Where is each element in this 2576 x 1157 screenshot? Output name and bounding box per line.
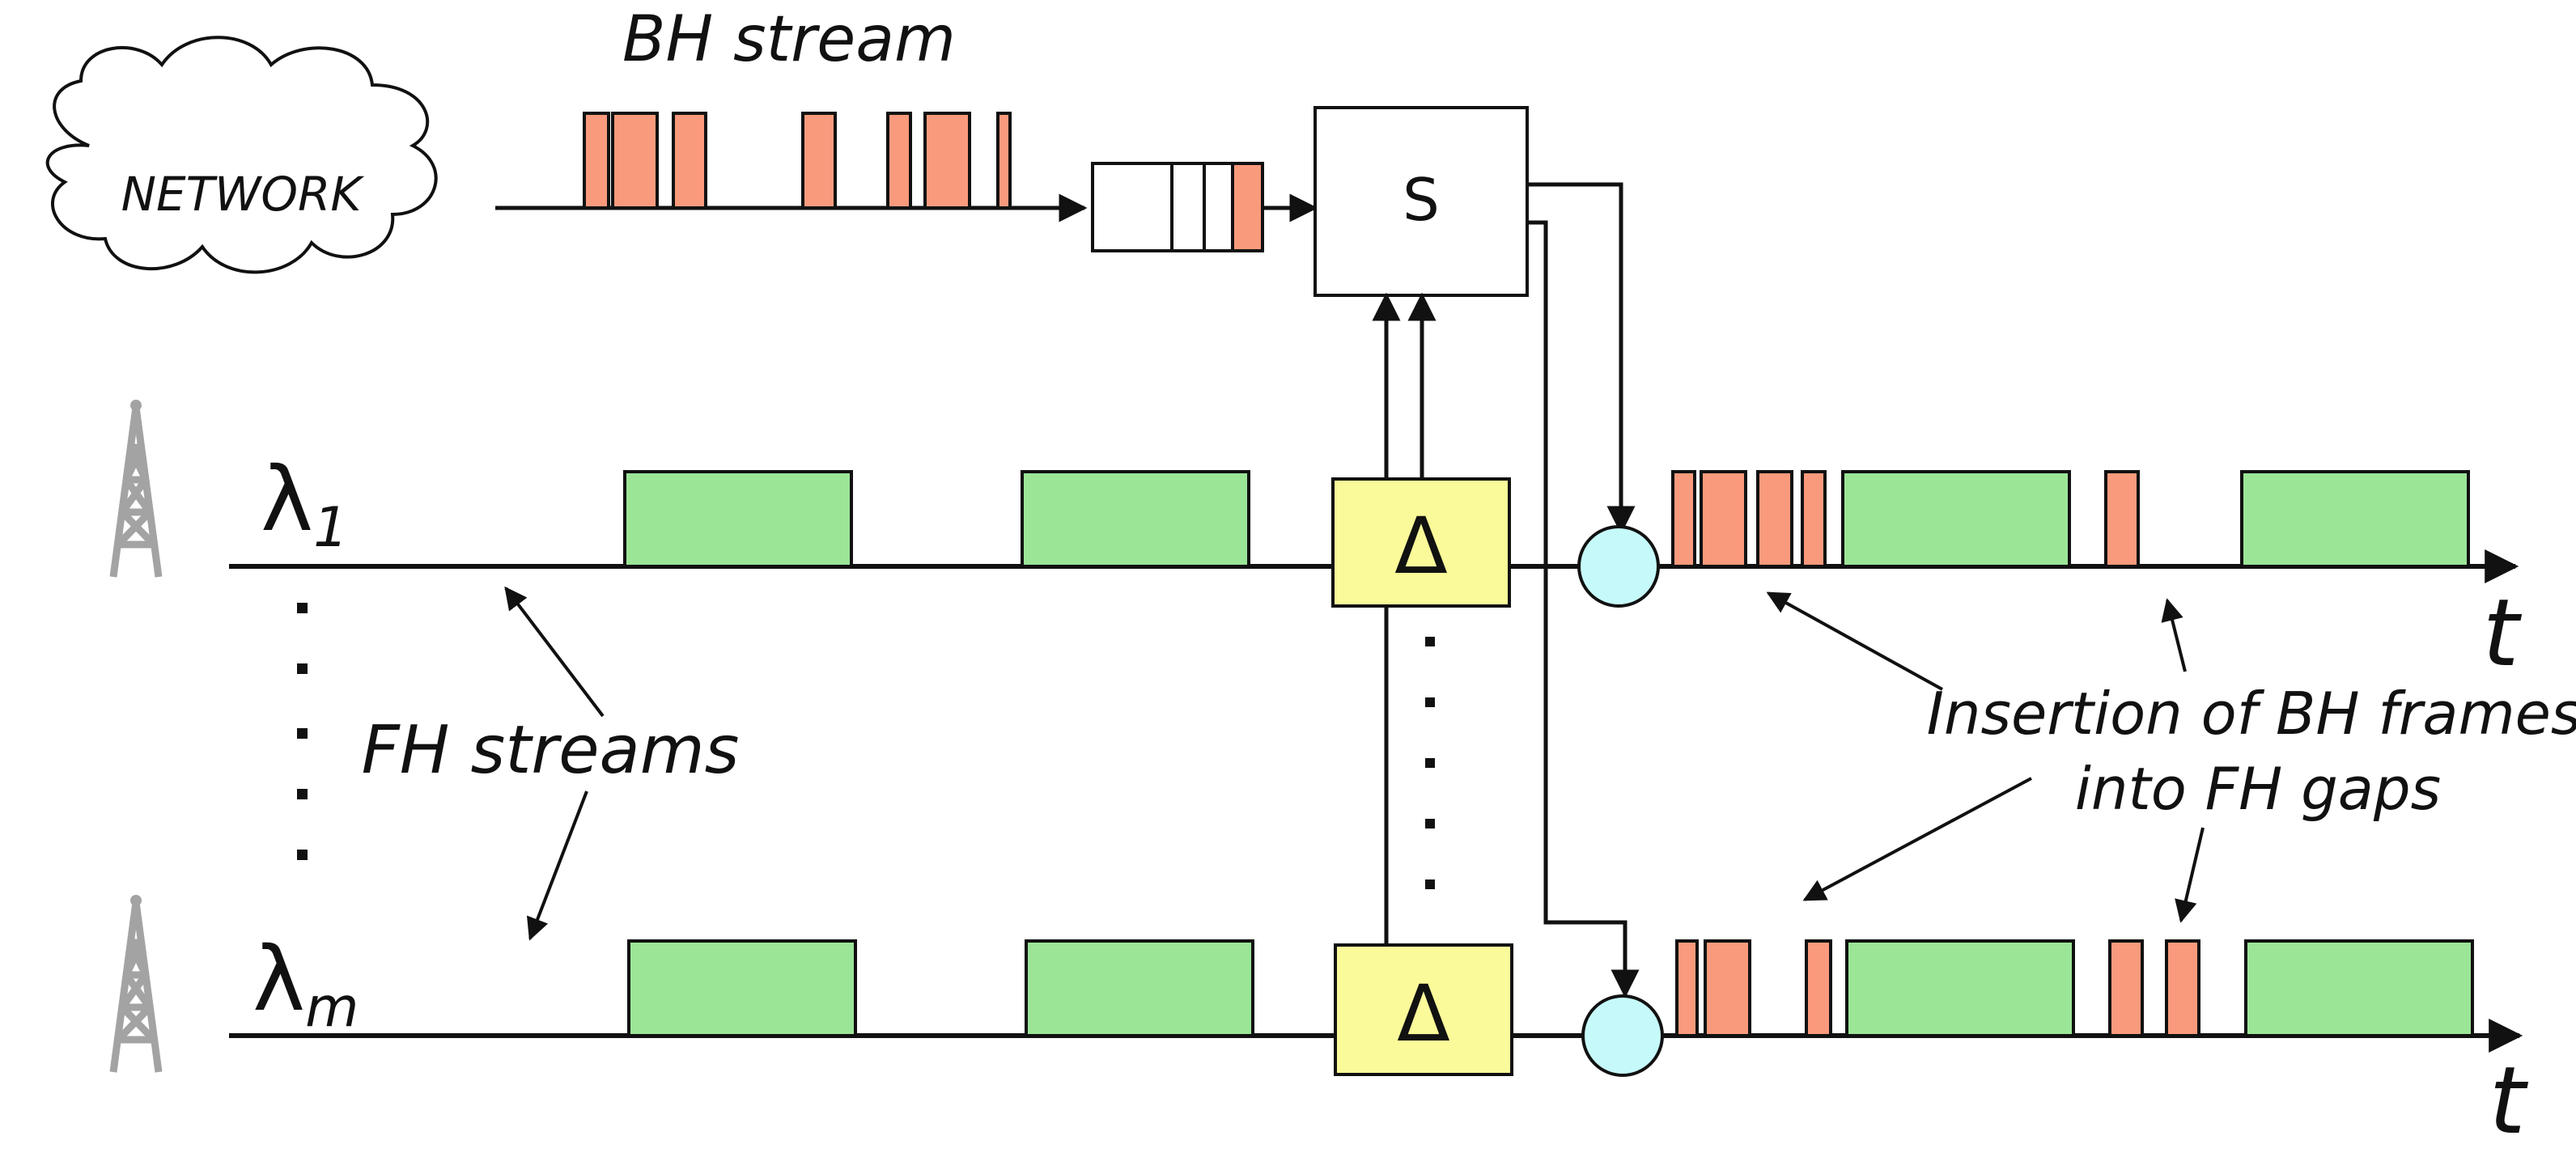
scheduler-label: S [1403,166,1440,234]
fh-frames-1 [623,470,1250,568]
scheduler-to-merger-bottom [1527,220,1640,998]
antenna-tower-icon [113,400,159,577]
scheduler-to-merger-top [1527,182,1636,535]
fh-streams-pointer-top [504,586,605,718]
time-axis-label-top: t [2482,579,2522,688]
network-cloud [45,36,438,274]
output-frames-1 [1671,470,2470,568]
time-axis-label-bottom: t [2489,1047,2528,1155]
insertion-label-line1: Insertion of BH frames [1927,680,2576,748]
ellipsis-vertical-middle [1425,637,1435,889]
output-frames-m [1675,939,2474,1037]
bh-queue [1091,162,1264,252]
antenna-tower-icon [113,895,159,1072]
lambda-m-label: λm [253,927,359,1040]
insertion-pointer-1 [1766,591,1943,691]
delay-box-bottom [1334,943,1513,1076]
merger-top [1577,525,1660,608]
fh-streams-pointer-bottom [526,790,588,941]
merger-bottom [1581,994,1664,1077]
fh-frames-m [627,939,1254,1037]
fh-streams-label: FH streams [362,712,740,789]
bh-stream-label: BH stream [622,3,956,76]
insertion-pointer-3 [1802,777,2032,901]
insertion-label-line2: into FH gaps [2075,755,2441,823]
delay-box-top [1331,477,1511,608]
lambda-1-label: λ1 [261,447,348,560]
insertion-pointer-2 [2161,598,2187,672]
ellipsis-vertical-left [297,603,308,860]
bh-frames-input [583,112,1012,210]
delay-top-label: Δ [1394,501,1448,591]
delay-bottom-label: Δ [1397,968,1450,1059]
insertion-pointer-4 [2175,827,2205,923]
network-label: NETWORK [121,167,365,222]
